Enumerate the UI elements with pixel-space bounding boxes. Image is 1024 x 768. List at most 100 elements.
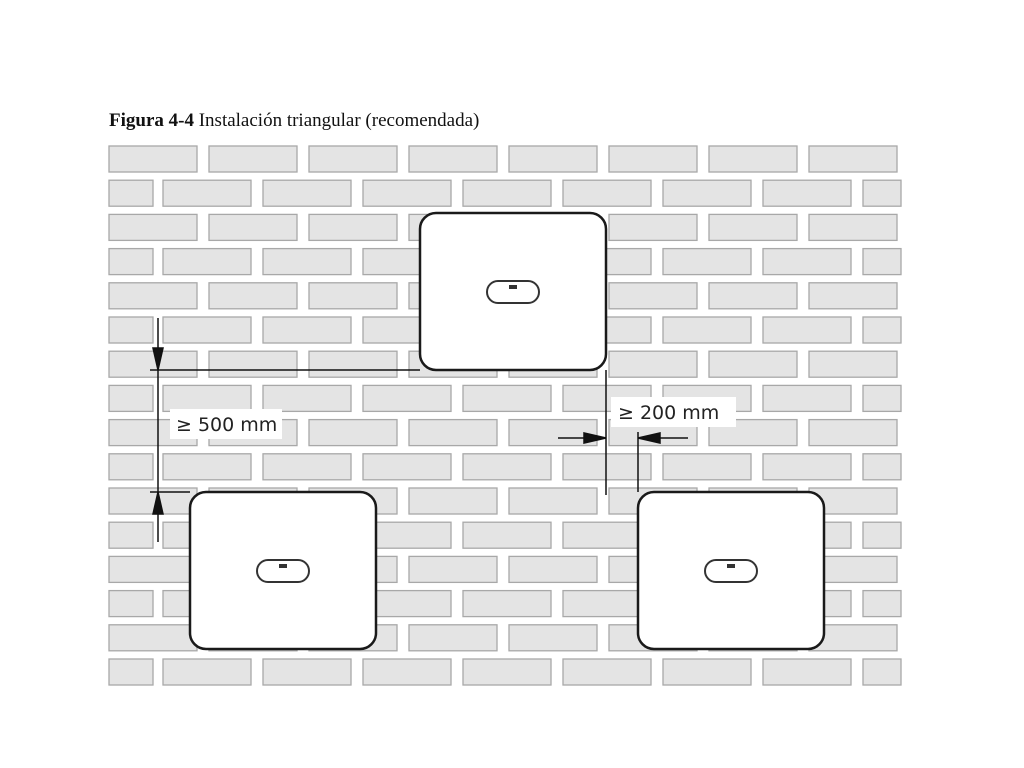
inverter: [188, 490, 378, 651]
brick: [508, 145, 598, 173]
brick: [508, 418, 598, 447]
brick: [408, 418, 498, 447]
brick: [108, 247, 154, 276]
brick: [862, 247, 902, 276]
brick: [108, 350, 198, 378]
brick: [662, 453, 752, 481]
brick: [108, 453, 154, 481]
brick: [362, 453, 452, 481]
brick: [762, 658, 852, 686]
inverters: [188, 211, 826, 651]
brick: [162, 658, 252, 686]
figure-title: Instalación triangular (recomendada): [198, 110, 480, 131]
brick: [862, 453, 902, 481]
brick: [762, 179, 852, 207]
brick: [162, 247, 252, 276]
brick: [508, 487, 598, 515]
brick: [762, 316, 852, 344]
led-indicator-icon: [256, 559, 310, 583]
brick: [708, 350, 798, 378]
brick: [608, 213, 698, 242]
brick: [262, 316, 352, 344]
brick: [862, 658, 902, 686]
brick: [808, 350, 898, 378]
brick: [662, 247, 752, 276]
brick: [108, 589, 154, 618]
brick: [208, 213, 298, 242]
brick: [108, 384, 154, 413]
horizontal-clearance-label: ≥ 200 mm: [618, 402, 719, 424]
brick: [662, 316, 752, 344]
brick: [308, 145, 398, 173]
brick: [308, 350, 398, 378]
brick: [362, 384, 452, 413]
led-indicator-icon: [704, 559, 758, 583]
brick: [162, 453, 252, 481]
brick: [508, 624, 598, 652]
brick: [262, 658, 352, 686]
brick: [708, 145, 798, 173]
brick: [762, 247, 852, 276]
brick: [462, 658, 552, 686]
brick: [808, 145, 898, 173]
brick: [462, 179, 552, 207]
vertical-clearance-label: ≥ 500 mm: [176, 414, 277, 436]
label-background: [170, 409, 282, 439]
led-dots: [727, 564, 735, 568]
brick: [108, 316, 154, 344]
brick: [108, 555, 198, 584]
arrow-down-icon: [152, 347, 164, 371]
brick: [162, 316, 252, 344]
brick: [862, 384, 902, 413]
brick: [808, 213, 898, 242]
brick: [308, 282, 398, 310]
horizontal-clearance-dimension: [558, 370, 688, 495]
brick: [162, 384, 252, 413]
brick: [862, 589, 902, 618]
brick: [462, 453, 552, 481]
brick: [862, 521, 902, 549]
brick: [262, 247, 352, 276]
brick: [208, 282, 298, 310]
brick: [108, 213, 198, 242]
brick: [562, 658, 652, 686]
brick: [462, 521, 552, 549]
brick: [862, 316, 902, 344]
brick: [262, 453, 352, 481]
brick: [308, 213, 398, 242]
brick: [408, 145, 498, 173]
brick: [762, 384, 852, 413]
brick: [308, 418, 398, 447]
led-dots: [509, 285, 517, 289]
label-background: [611, 397, 736, 427]
figure-caption: Figura 4-4 Instalación triangular (recom…: [109, 110, 479, 132]
brick: [408, 624, 498, 652]
brick: [108, 521, 154, 549]
brick: [808, 282, 898, 310]
brick: [562, 453, 652, 481]
brick: [108, 658, 154, 686]
vertical-clearance-dimension: [150, 318, 420, 542]
brick: [208, 350, 298, 378]
brick: [562, 589, 652, 618]
brick: [862, 179, 902, 207]
brick: [362, 179, 452, 207]
brick: [762, 453, 852, 481]
led-indicator-icon: [486, 280, 540, 304]
brick: [362, 658, 452, 686]
inverter: [418, 211, 608, 372]
brick: [108, 145, 198, 173]
brick: [262, 179, 352, 207]
brick: [462, 384, 552, 413]
brick: [108, 624, 198, 652]
arrow-up-icon: [152, 491, 164, 515]
brick: [108, 179, 154, 207]
brick: [262, 384, 352, 413]
brick: [608, 350, 698, 378]
brick: [808, 418, 898, 447]
brick: [462, 589, 552, 618]
brick: [708, 282, 798, 310]
brick: [608, 145, 698, 173]
brick: [208, 145, 298, 173]
